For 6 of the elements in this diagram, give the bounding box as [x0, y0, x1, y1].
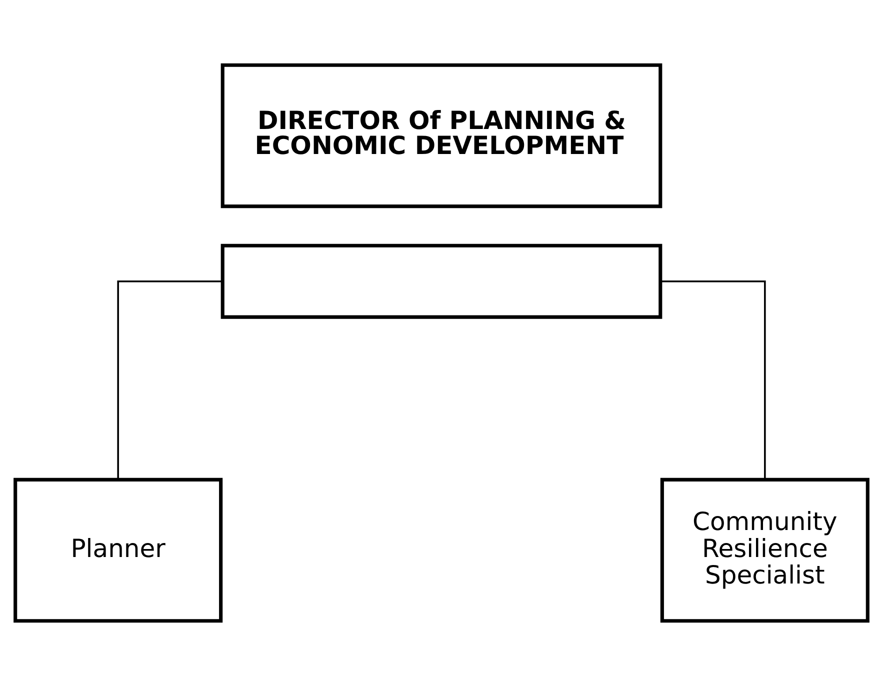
node-box: Community Resilience Specialist — [660, 478, 870, 623]
node-box — [220, 244, 662, 319]
node-box: Planner — [14, 478, 223, 623]
connector — [660, 280, 766, 480]
node-box: DIRECTOR Of PLANNING & ECONOMIC DEVELOPMENT — [220, 63, 662, 208]
connector — [117, 280, 222, 480]
